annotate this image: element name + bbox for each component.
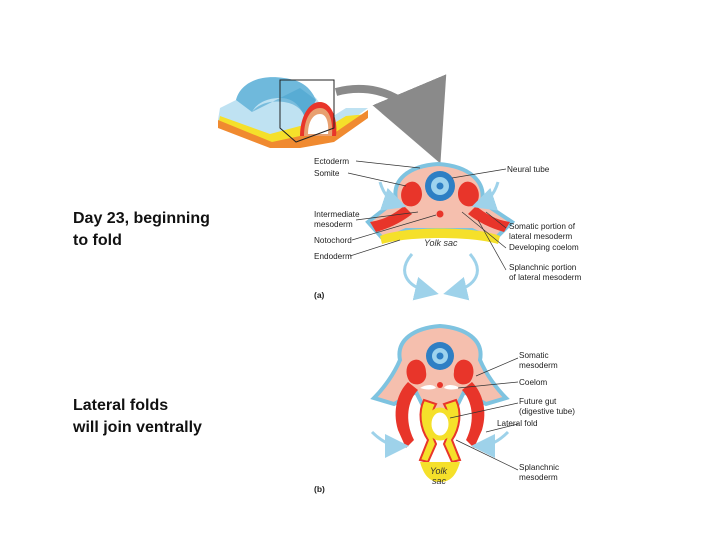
label-coelom-b: Coelom <box>519 378 547 387</box>
label-notochord: Notochord <box>314 236 352 245</box>
yolk-label-b: Yolk <box>430 466 448 476</box>
label-somatic-1: Somatic portion of <box>509 222 576 231</box>
label-future-gut-2: (digestive tube) <box>519 407 575 416</box>
label-neural-tube: Neural tube <box>507 165 550 174</box>
label-endoderm: Endoderm <box>314 252 352 261</box>
panel-b-tag: (b) <box>314 484 325 494</box>
curved-arrow-icon <box>334 74 447 164</box>
label-splanchnic-2: of lateral mesoderm <box>509 273 582 282</box>
label-somatic-2: lateral mesoderm <box>509 232 572 241</box>
label-lateral-fold: Lateral fold <box>497 419 538 428</box>
panel-a-labels: Ectoderm Somite Intermediate mesoderm No… <box>314 157 582 300</box>
caption-day-23: Day 23, beginning to fold <box>73 210 210 249</box>
label-intermediate-2: mesoderm <box>314 220 353 229</box>
yolk-sac-label-a: Yolk sac <box>424 238 458 248</box>
fold-arrow-icon <box>378 181 407 211</box>
label-future-gut-1: Future gut <box>519 397 557 406</box>
label-somite: Somite <box>314 169 340 178</box>
caption-lateral-folds: Lateral folds will join ventrally <box>73 397 202 436</box>
fold-arrow-icon <box>471 181 500 211</box>
fold-arrow-icon <box>443 253 479 301</box>
label-somatic-b-1: Somatic <box>519 351 549 360</box>
label-somatic-b-2: mesoderm <box>519 361 558 370</box>
fold-arrow-icon <box>403 253 439 301</box>
panel-a-cross-section: Yolk sac <box>365 161 516 301</box>
panel-b-labels: Somatic mesoderm Coelom Future gut (dige… <box>314 351 575 494</box>
label-splanchnic-b-2: mesoderm <box>519 473 558 482</box>
panel-b-cross-section: Yolk sac <box>370 323 510 486</box>
label-splanchnic-1: Splanchnic portion <box>509 263 577 272</box>
panel-a-tag: (a) <box>314 290 325 300</box>
label-ectoderm: Ectoderm <box>314 157 349 166</box>
label-splanchnic-b-1: Splanchnic <box>519 463 559 472</box>
fold-arrow-icon <box>370 430 409 458</box>
fold-arrow-icon <box>471 430 510 458</box>
sac-label-b: sac <box>432 476 447 486</box>
label-developing-coelom: Developing coelom <box>509 243 579 252</box>
label-intermediate-1: Intermediate <box>314 210 360 219</box>
embryo-3d-block <box>218 77 368 148</box>
